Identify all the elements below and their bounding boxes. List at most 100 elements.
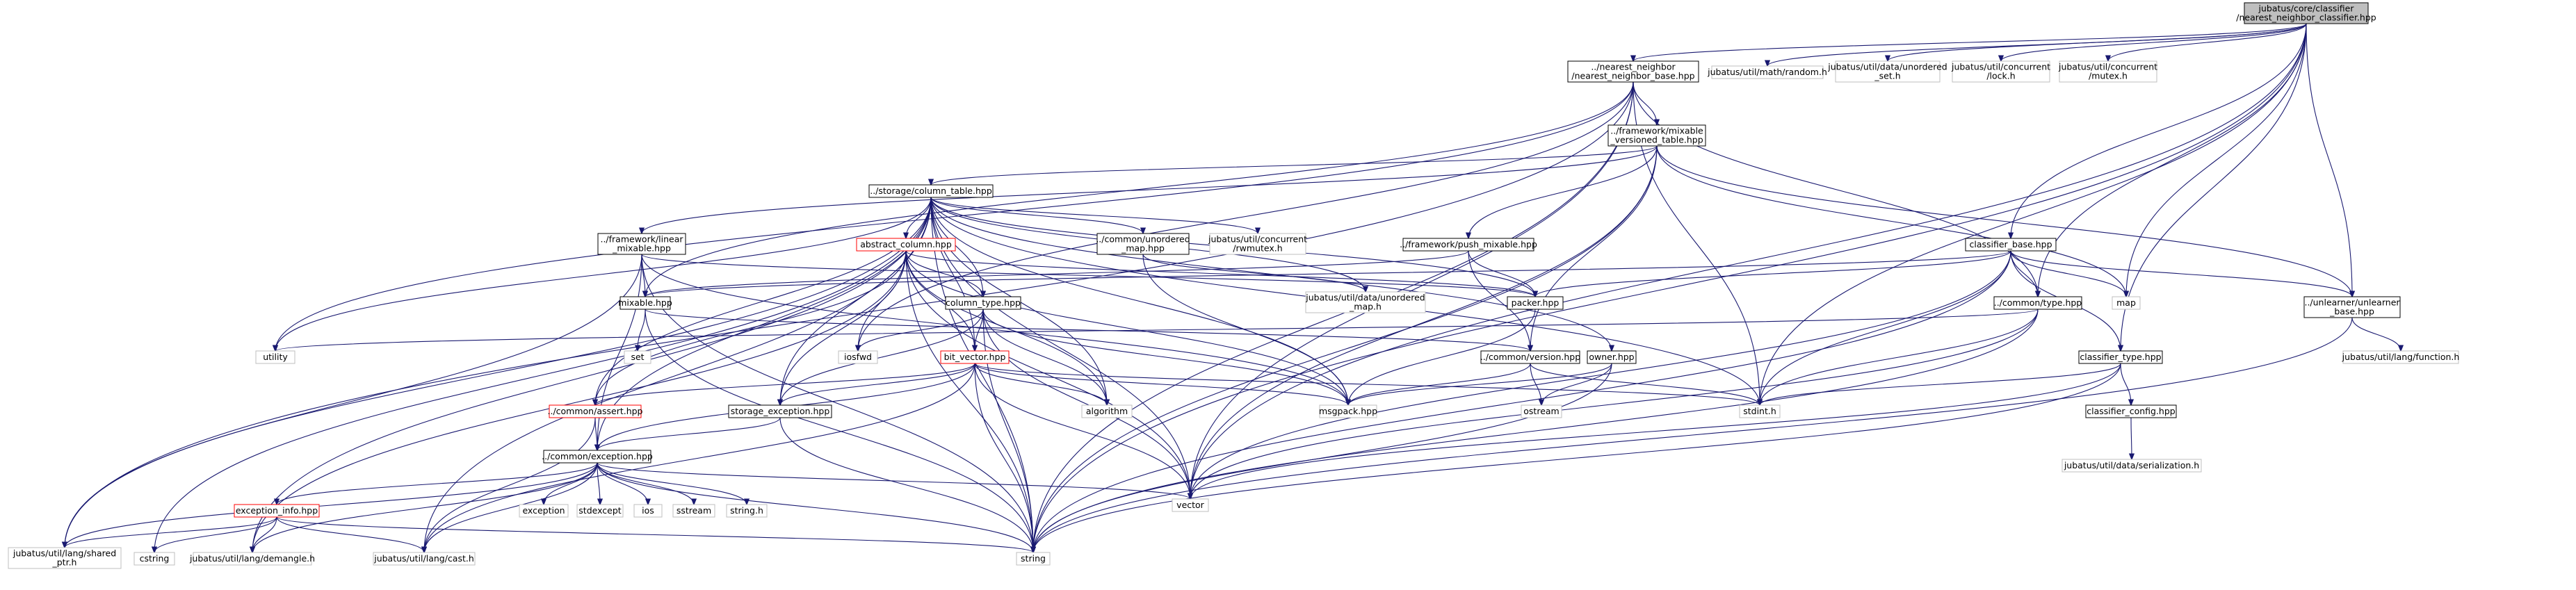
edge-cversion-to-msgpack <box>1348 363 1531 405</box>
edge-cexc-to-stdexcept <box>597 462 600 505</box>
edge-owner-to-string <box>1033 363 1612 552</box>
node-stdexcept: stdexcept <box>576 504 624 518</box>
node-msgpack: msgpack.hpp <box>1319 404 1377 418</box>
node-cumap[interactable]: ../common/unordered_map.hpp <box>1096 233 1190 255</box>
node-label-abscol: abstract_column.hpp <box>860 239 952 249</box>
node-label-utility: utility <box>263 352 288 362</box>
node-label-unlearner: _base.hpp <box>2329 306 2374 317</box>
node-fwlinear[interactable]: ../framework/linear_mixable.hpp <box>597 233 686 255</box>
node-demangle: jubatus/util/lang/demangle.h <box>189 552 315 566</box>
edge-root-to-unlearner <box>2306 23 2352 297</box>
node-ctype[interactable]: ../common/type.hpp <box>1993 296 2082 310</box>
node-box-bitvec <box>940 350 1010 364</box>
node-box-mixable <box>619 296 671 310</box>
node-box-exception <box>519 504 569 518</box>
node-box-cltype <box>2078 350 2163 364</box>
edge-bitvec-to-cast <box>424 363 975 552</box>
node-label-stdint: stdint.h <box>1743 406 1776 416</box>
node-label-cexc: ../common/exception.hpp <box>542 451 653 461</box>
node-label-iosfwd: iosfwd <box>844 352 872 362</box>
node-bitvec[interactable]: bit_vector.hpp <box>940 350 1010 364</box>
node-label-mutex: /mutex.h <box>2089 71 2128 81</box>
node-coltype[interactable]: column_type.hpp <box>945 296 1021 310</box>
edge-mvt-to-coltable <box>931 145 1658 185</box>
node-uset: jubatus/util/data/unordered_set.h <box>1827 60 1947 83</box>
edge-cumap-to-msgpack <box>1142 254 1348 405</box>
edge-cexc-to-sstream <box>597 462 694 505</box>
node-label-ctype: ../common/type.hpp <box>1994 297 2082 308</box>
node-label-owner: owner.hpp <box>1589 352 1634 362</box>
node-label-uset: _set.h <box>1874 71 1900 81</box>
node-clconfig[interactable]: classifier_config.hpp <box>2085 404 2177 418</box>
node-label-umap: jubatus/util/data/unordered <box>1305 293 1425 303</box>
node-label-lock: /lock.h <box>1986 71 2015 81</box>
node-packer[interactable]: packer.hpp <box>1507 296 1564 310</box>
edge-cexc-to-demangle <box>252 462 598 552</box>
edge-abscol-to-iosfwd <box>858 250 907 351</box>
edge-root-to-random <box>1767 23 2307 66</box>
edge-cexc-to-sharedptr <box>65 462 598 548</box>
node-excinfo[interactable]: exception_info.hpp <box>234 504 320 518</box>
edge-mvt-to-unlearner <box>1656 145 2352 297</box>
node-box-map <box>2112 296 2141 310</box>
node-mvt[interactable]: ../framework/mixable_versioned_table.hpp <box>1607 124 1706 147</box>
node-box-stdexcept <box>576 504 624 518</box>
node-box-clconfig <box>2085 404 2177 418</box>
node-cexc[interactable]: ../common/exception.hpp <box>542 450 653 464</box>
edge-coltable-to-demangle <box>252 197 932 552</box>
node-box-pushmix <box>1402 238 1534 252</box>
node-owner[interactable]: owner.hpp <box>1587 350 1637 364</box>
node-label-serialization: jubatus/util/data/serialization.h <box>2064 460 2199 470</box>
node-clbase[interactable]: classifier_base.hpp <box>1965 238 2057 252</box>
edge-cassert-to-cexc <box>595 417 597 450</box>
node-box-cumap <box>1096 233 1190 255</box>
node-coltable[interactable]: ../storage/column_table.hpp <box>868 184 994 198</box>
node-box-function <box>2342 350 2459 364</box>
node-nnbase[interactable]: ../nearest_neighbor/nearest_neighbor_bas… <box>1567 60 1699 83</box>
node-box-abscol <box>856 238 956 252</box>
edge-coltype-to-iosfwd <box>858 309 984 351</box>
edge-bitvec-to-stdint <box>974 363 1760 405</box>
node-cltype[interactable]: classifier_type.hpp <box>2078 350 2163 364</box>
node-box-unlearner <box>2303 296 2401 318</box>
node-label-demangle: jubatus/util/lang/demangle.h <box>189 553 315 564</box>
node-label-bitvec: bit_vector.hpp <box>944 352 1006 362</box>
node-box-lock <box>1952 60 2050 83</box>
edge-clbase-to-mixable <box>645 250 2011 297</box>
edge-coltype-to-storexc <box>780 309 984 405</box>
node-cassert[interactable]: ../common/assert.hpp <box>548 404 643 418</box>
node-label-clconfig: classifier_config.hpp <box>2087 406 2176 416</box>
node-box-root <box>2244 2 2369 24</box>
node-label-cumap: ../common/unordered <box>1096 234 1190 245</box>
edge-fwlinear-to-sharedptr <box>65 254 642 548</box>
node-box-mutex <box>2059 60 2157 83</box>
node-abscol[interactable]: abstract_column.hpp <box>856 238 956 252</box>
node-cversion[interactable]: ../common/version.hpp <box>1480 350 1580 364</box>
node-unlearner[interactable]: ../unlearner/unlearner_base.hpp <box>2303 296 2401 318</box>
node-sstream: sstream <box>672 504 715 518</box>
node-label-set: set <box>631 352 644 362</box>
edge-mvt-to-string <box>1033 145 1658 552</box>
node-label-mixable: mixable.hpp <box>618 297 672 308</box>
node-root[interactable]: jubatus/core/classifier/nearest_neighbor… <box>2236 2 2376 24</box>
node-box-cversion <box>1480 350 1580 364</box>
edge-abscol-to-packer <box>905 250 1535 297</box>
node-cast: jubatus/util/lang/cast.h <box>373 552 476 566</box>
edge-bitvec-to-storexc <box>780 363 975 405</box>
node-box-string <box>1016 552 1051 566</box>
node-pushmix[interactable]: ../framework/push_mixable.hpp <box>1400 238 1537 252</box>
edge-nnbase-to-utility <box>275 81 1634 351</box>
edge-cexc-to-cast <box>424 462 598 552</box>
node-label-unlearner: ../unlearner/unlearner <box>2304 297 2400 308</box>
node-mixable[interactable]: mixable.hpp <box>618 296 672 310</box>
node-storexc[interactable]: storage_exception.hpp <box>728 404 832 418</box>
node-algorithm: algorithm <box>1081 404 1133 418</box>
node-label-root: /nearest_neighbor_classifier.hpp <box>2236 13 2376 23</box>
node-box-serialization <box>2061 459 2202 473</box>
node-cstring: cstring <box>133 552 175 566</box>
edge-abscol-to-coltype <box>905 250 983 297</box>
node-label-vector: vector <box>1176 500 1205 510</box>
edges-layer <box>65 23 2401 552</box>
edge-ctype-to-string <box>1033 309 2039 552</box>
node-box-coltable <box>868 184 994 198</box>
